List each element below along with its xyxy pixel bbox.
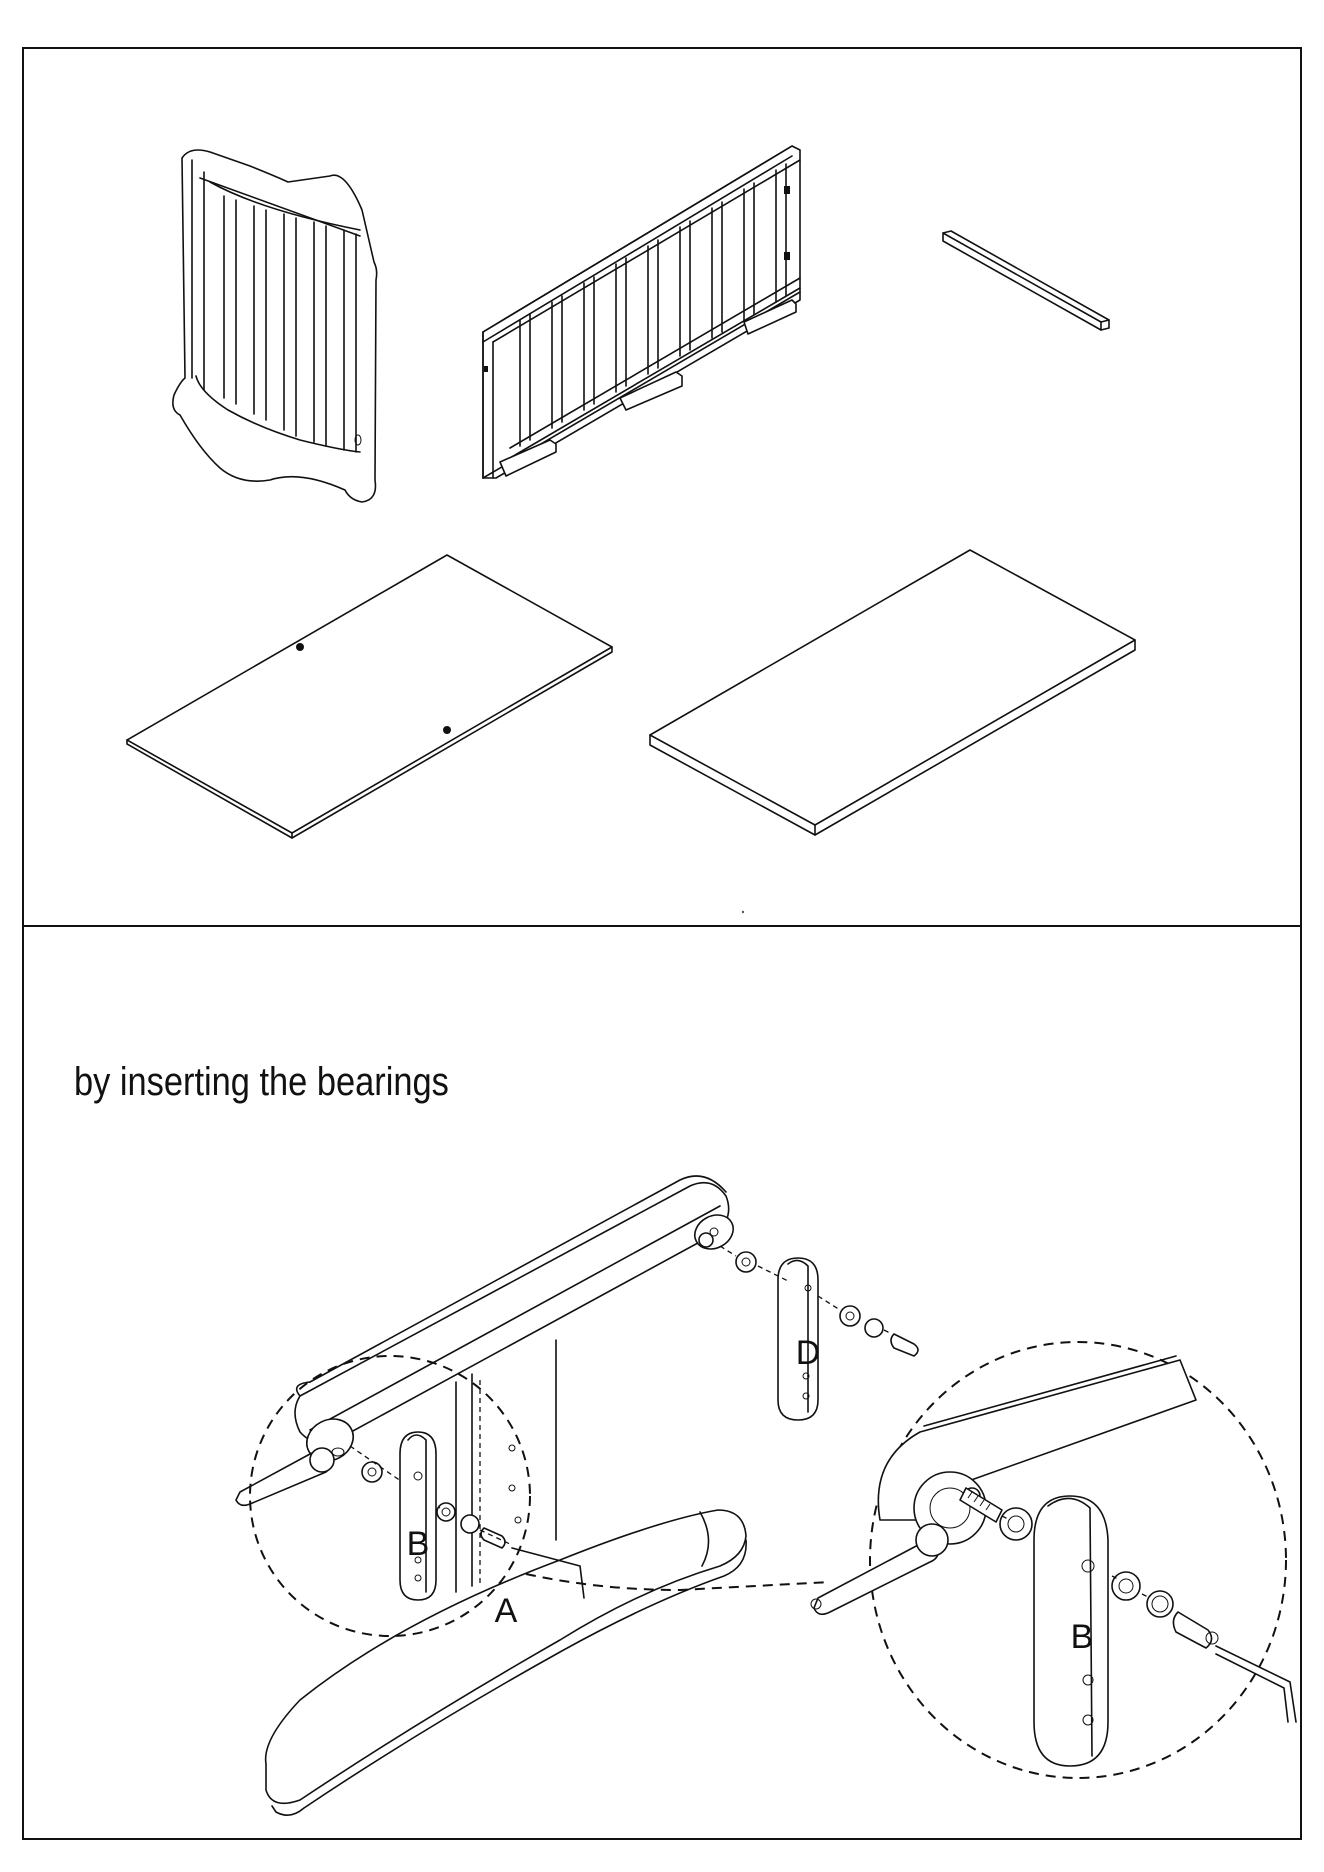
- rocker-foot: [266, 1510, 747, 1815]
- label-d: D: [796, 1334, 821, 1372]
- end-panel: [173, 150, 377, 502]
- board-hole: [443, 726, 451, 734]
- bracket-d: D: [778, 1258, 820, 1420]
- base-board-drilled: [127, 555, 612, 838]
- detail-enlarged: B: [811, 1356, 1296, 1766]
- top-beam: [295, 1176, 739, 1469]
- base-board-plain: [650, 550, 1135, 835]
- label-a: A: [495, 1592, 518, 1630]
- label-b-detail: B: [1071, 1618, 1094, 1656]
- upright-post: [456, 1340, 556, 1592]
- crossbar: [943, 231, 1109, 330]
- label-b-small: B: [407, 1525, 430, 1563]
- bracket-b-small: B: [400, 1432, 436, 1600]
- board-hole: [296, 643, 304, 651]
- side-rail: [483, 146, 800, 478]
